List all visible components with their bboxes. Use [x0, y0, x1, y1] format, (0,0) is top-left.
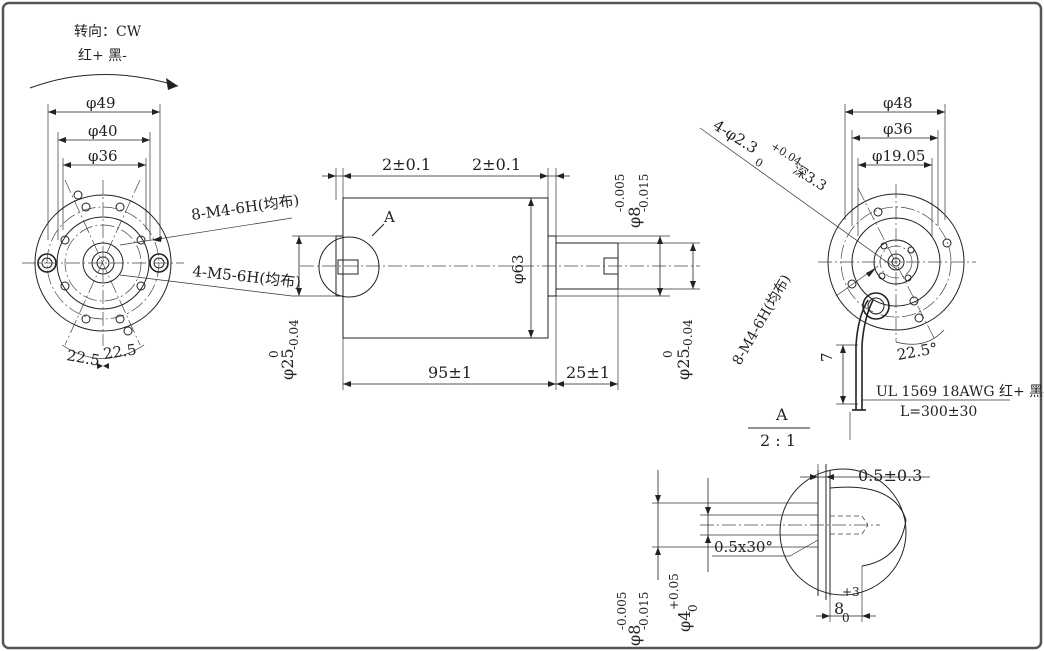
front-angle-2: 22.5 [102, 340, 138, 362]
wire-length: L=300±30 [900, 404, 977, 420]
side-marker: A [383, 208, 395, 226]
shaft-tol-sup: -0.005 [613, 174, 627, 212]
detail-depth-sub: 0 [842, 611, 850, 625]
rear-view: 4-φ2.3 +0.04 0 深3.3 φ48 φ36 φ19.05 [699, 94, 1044, 450]
side-dim-1: 2±0.1 [382, 155, 431, 174]
rear-holes-small-base: 0 [752, 156, 765, 171]
detail-depth-sup: +3 [842, 585, 860, 599]
detail-shaft-sup: -0.005 [615, 592, 629, 630]
front-angle-1: 22.5 [65, 346, 101, 370]
rear-holes-small: 4-φ2.3 [710, 116, 761, 157]
side-body-dia: φ63 [509, 254, 527, 284]
rear-angle: 22.5° [896, 339, 939, 364]
rear-dia-48: φ48 [883, 94, 913, 112]
detail-shaft-main: φ8 [625, 625, 644, 646]
detail-depth-main: 8 [834, 599, 844, 618]
pilot-left-main: φ25 [278, 348, 297, 380]
front-dia-40: φ40 [88, 122, 118, 140]
front-holes-m5: 4-M5-6H(均布) [192, 262, 302, 291]
rotation-arrowhead [166, 78, 178, 90]
detail-flat: 0.5±0.3 [858, 466, 922, 485]
detail-key-sub: 0 [686, 604, 700, 612]
rear-holes-m4: 8-M4-6H(均布) [730, 272, 795, 368]
side-dim-2: 2±0.1 [472, 155, 521, 174]
len-shaft: 25±1 [566, 363, 610, 382]
detail-key-main: φ4 [675, 611, 694, 632]
rear-wire-offset: 7 [818, 352, 836, 362]
shaft-tol-main: φ8 [625, 207, 644, 228]
side-view: 2±0.1 2±0.1 A φ63 φ25 0 -0.04 [267, 155, 700, 390]
rotation-label: 转向：CW [74, 24, 142, 40]
rotation-arrow [29, 73, 179, 89]
detail-shaft-sub: -0.015 [637, 592, 651, 630]
rear-dia-1905: φ19.05 [872, 147, 925, 165]
rear-dia-36: φ36 [883, 120, 913, 138]
rear-holes-small-depth: 深3.3 [790, 162, 829, 195]
detail-chamfer: 0.5x30° [714, 538, 773, 556]
polarity-label: 红+ 黑- [78, 48, 127, 64]
detail-view: 0.5±0.3 0.5x30° φ8 -0.005 -0.015 φ4 +0.0… [615, 464, 930, 646]
pilot-left-sup: 0 [267, 350, 281, 358]
pilot-right-sup: 0 [661, 350, 675, 358]
front-dia-36: φ36 [88, 147, 118, 165]
front-dia-49: φ49 [86, 94, 116, 112]
len-body: 95±1 [428, 363, 472, 382]
pilot-left-sub: -0.04 [287, 319, 301, 350]
detail-key-sup: +0.05 [667, 573, 681, 610]
pilot-right-sub: -0.04 [681, 319, 695, 350]
detail-name: A [775, 405, 788, 424]
pilot-right-main: φ25 [674, 348, 693, 380]
front-view: 转向：CW 红+ 黑- φ49 φ40 φ36 [22, 24, 302, 370]
wire-spec: UL 1569 18AWG 红+ 黑- [876, 384, 1044, 400]
shaft-tol-sub: -0.015 [637, 174, 651, 212]
detail-scale: 2 : 1 [760, 431, 796, 450]
